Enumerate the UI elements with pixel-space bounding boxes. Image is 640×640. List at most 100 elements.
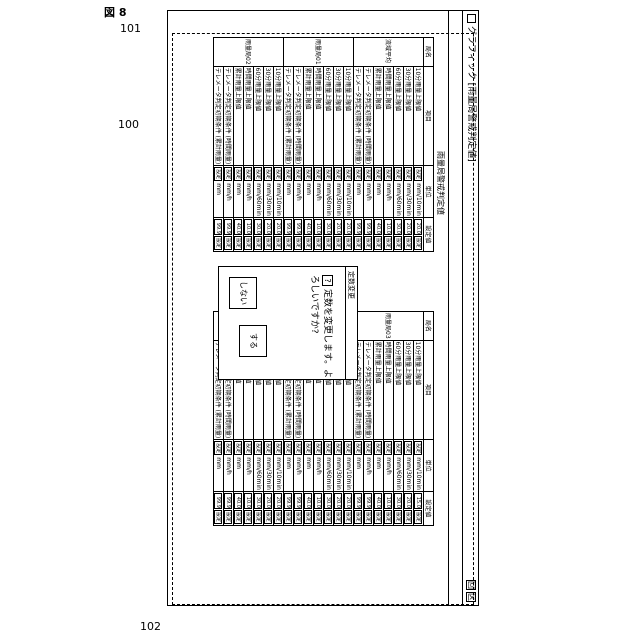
set-button[interactable]: 設定 [325, 510, 333, 524]
edit-button[interactable]: 設定 [215, 441, 223, 455]
set-button[interactable]: 設定 [275, 236, 283, 250]
value-field[interactable]: 30.0 [325, 493, 333, 509]
value-field[interactable]: 99.9 [355, 493, 363, 509]
value-field[interactable]: 20.0 [405, 219, 413, 235]
edit-button[interactable]: 設定 [405, 167, 413, 181]
set-button[interactable]: 設定 [335, 236, 343, 250]
set-button[interactable]: 設定 [315, 510, 323, 524]
edit-button[interactable]: 設定 [355, 167, 363, 181]
value-field[interactable]: 40.0 [235, 219, 243, 235]
set-button[interactable]: 設定 [225, 236, 233, 250]
set-button[interactable]: 設定 [375, 236, 383, 250]
edit-button[interactable]: 設定 [255, 167, 263, 181]
value-field[interactable]: 99.9 [295, 493, 303, 509]
set-button[interactable]: 設定 [395, 510, 403, 524]
value-field[interactable]: 10.0 [315, 219, 323, 235]
value-field[interactable]: 20.0 [345, 219, 353, 235]
set-button[interactable]: 設定 [355, 236, 363, 250]
edit-button[interactable]: 設定 [325, 441, 333, 455]
value-field[interactable]: 99.9 [285, 493, 293, 509]
edit-button[interactable]: 設定 [415, 167, 423, 181]
set-button[interactable]: 設定 [265, 510, 273, 524]
value-field[interactable]: 10.0 [315, 493, 323, 509]
edit-button[interactable]: 設定 [355, 441, 363, 455]
set-button[interactable]: 設定 [215, 510, 223, 524]
set-button[interactable]: 設定 [285, 236, 293, 250]
set-button[interactable]: 設定 [345, 510, 353, 524]
set-button[interactable]: 設定 [215, 236, 223, 250]
no-button[interactable]: しない [229, 277, 257, 309]
set-button[interactable]: 設定 [305, 236, 313, 250]
set-button[interactable]: 設定 [275, 510, 283, 524]
value-field[interactable]: 99.9 [215, 493, 223, 509]
set-button[interactable]: 設定 [335, 510, 343, 524]
value-field[interactable]: 20.0 [335, 219, 343, 235]
set-button[interactable]: 設定 [385, 510, 393, 524]
edit-button[interactable]: 設定 [395, 441, 403, 455]
edit-button[interactable]: 設定 [385, 167, 393, 181]
set-button[interactable]: 設定 [355, 510, 363, 524]
edit-button[interactable]: 設定 [385, 441, 393, 455]
set-button[interactable]: 設定 [305, 510, 313, 524]
set-button[interactable]: 設定 [365, 510, 373, 524]
value-field[interactable]: 99.9 [285, 219, 293, 235]
value-field[interactable]: 15.0 [415, 493, 423, 509]
set-button[interactable]: 設定 [375, 510, 383, 524]
value-field[interactable]: 40.0 [375, 219, 383, 235]
edit-button[interactable]: 設定 [235, 441, 243, 455]
set-button[interactable]: 設定 [325, 236, 333, 250]
value-field[interactable]: 30.0 [395, 219, 403, 235]
value-field[interactable]: 40.0 [375, 493, 383, 509]
edit-button[interactable]: 設定 [405, 441, 413, 455]
edit-button[interactable]: 設定 [325, 167, 333, 181]
set-button[interactable]: 設定 [395, 236, 403, 250]
set-button[interactable]: 設定 [285, 510, 293, 524]
value-field[interactable]: 10.0 [385, 219, 393, 235]
value-field[interactable]: 20.0 [405, 493, 413, 509]
set-button[interactable]: 設定 [295, 236, 303, 250]
value-field[interactable]: 20.0 [415, 219, 423, 235]
value-field[interactable]: 10.0 [245, 219, 253, 235]
set-button[interactable]: 設定 [415, 510, 423, 524]
edit-button[interactable]: 設定 [225, 167, 233, 181]
set-button[interactable]: 設定 [225, 510, 233, 524]
set-button[interactable]: 設定 [265, 236, 273, 250]
set-button[interactable]: 設定 [245, 510, 253, 524]
set-button[interactable]: 設定 [385, 236, 393, 250]
edit-button[interactable]: 設定 [375, 441, 383, 455]
edit-button[interactable]: 設定 [365, 441, 373, 455]
edit-button[interactable]: 設定 [225, 441, 233, 455]
edit-button[interactable]: 設定 [335, 167, 343, 181]
edit-button[interactable]: 設定 [305, 167, 313, 181]
value-field[interactable]: 20.0 [275, 219, 283, 235]
set-button[interactable]: 設定 [405, 236, 413, 250]
value-field[interactable]: 10.0 [245, 493, 253, 509]
set-button[interactable]: 設定 [255, 510, 263, 524]
value-field[interactable]: 30.0 [395, 493, 403, 509]
edit-button[interactable]: 設定 [245, 167, 253, 181]
value-field[interactable]: 40.0 [305, 219, 313, 235]
set-button[interactable]: 設定 [405, 510, 413, 524]
edit-button[interactable]: 設定 [315, 441, 323, 455]
edit-button[interactable]: 設定 [415, 441, 423, 455]
set-button[interactable]: 設定 [235, 236, 243, 250]
edit-button[interactable]: 設定 [265, 441, 273, 455]
edit-button[interactable]: 設定 [345, 441, 353, 455]
set-button[interactable]: 設定 [345, 236, 353, 250]
set-button[interactable]: 設定 [235, 510, 243, 524]
set-button[interactable]: 設定 [315, 236, 323, 250]
value-field[interactable]: 99.9 [225, 493, 233, 509]
set-button[interactable]: 設定 [255, 236, 263, 250]
edit-button[interactable]: 設定 [255, 441, 263, 455]
value-field[interactable]: 99.9 [365, 219, 373, 235]
edit-button[interactable]: 設定 [285, 441, 293, 455]
edit-button[interactable]: 設定 [265, 167, 273, 181]
yes-button[interactable]: する [239, 325, 267, 357]
value-field[interactable]: 99.9 [225, 219, 233, 235]
value-field[interactable]: 99.9 [365, 493, 373, 509]
edit-button[interactable]: 設定 [245, 441, 253, 455]
set-button[interactable]: 設定 [245, 236, 253, 250]
edit-button[interactable]: 設定 [235, 167, 243, 181]
value-field[interactable]: 99.9 [215, 219, 223, 235]
value-field[interactable]: 10.0 [385, 493, 393, 509]
